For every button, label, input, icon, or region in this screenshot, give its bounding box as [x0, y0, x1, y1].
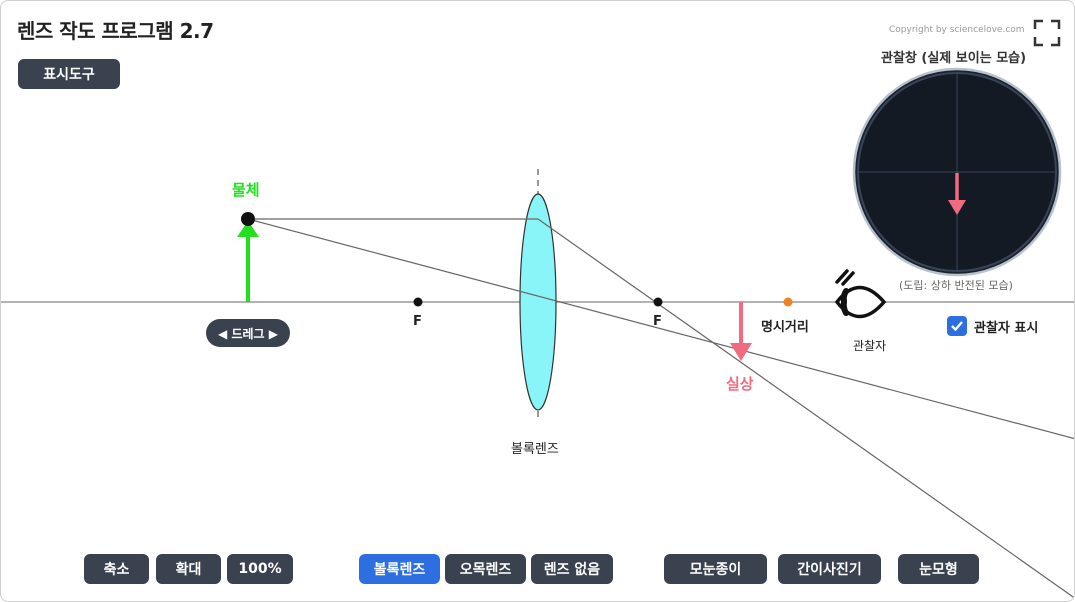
- object-drag-handle[interactable]: ◀ 드레그 ▶: [206, 319, 290, 347]
- observer-label: 관찰자: [853, 339, 887, 353]
- concave-lens-button[interactable]: 오목렌즈: [445, 554, 526, 584]
- graph-paper-button[interactable]: 모눈종이: [664, 554, 767, 584]
- focal-left-label: F: [413, 314, 422, 329]
- near-point-label: 명시거리: [761, 320, 809, 335]
- fullscreen-icon[interactable]: [1033, 19, 1061, 47]
- observer-toggle[interactable]: 관찰자 표시: [947, 316, 1038, 336]
- copyright-text: Copyright by sciencelove.com: [889, 25, 1025, 35]
- object-label: 물체: [232, 181, 260, 199]
- ray-refracted: [537, 218, 1074, 599]
- focal-point-left: [413, 297, 423, 307]
- image-arrow-head: [730, 343, 752, 361]
- app-title: 렌즈 작도 프로그램 2.7: [17, 19, 214, 43]
- eye-icon: [834, 269, 887, 319]
- zoom-out-button[interactable]: 축소: [84, 554, 149, 584]
- near-point-dot: [783, 297, 793, 307]
- focal-point-right: [653, 297, 663, 307]
- object-drag-point: [241, 212, 255, 226]
- object-arrow-head: [237, 221, 259, 237]
- checkbox-checked-icon[interactable]: [947, 316, 967, 336]
- zoom-in-button[interactable]: 확대: [156, 554, 221, 584]
- convex-lens: [519, 193, 557, 411]
- tools-button[interactable]: 표시도구: [18, 59, 120, 89]
- observer-window-title: 관찰창 (실제 보이는 모습): [881, 51, 1027, 66]
- image-label: 실상: [726, 375, 754, 393]
- ray-center: [247, 218, 1074, 440]
- observer-toggle-label: 관찰자 표시: [974, 320, 1039, 336]
- lens-label: 볼록렌즈: [511, 442, 559, 457]
- observer-window-caption: (도립: 상하 반전된 모습): [899, 279, 1013, 292]
- eye-model-button[interactable]: 눈모형: [898, 554, 979, 584]
- pinhole-camera-button[interactable]: 간이사진기: [778, 554, 881, 584]
- no-lens-button[interactable]: 렌즈 없음: [531, 554, 613, 584]
- zoom-reset-button[interactable]: 100%: [227, 554, 293, 584]
- focal-right-label: F: [653, 314, 662, 329]
- convex-lens-button[interactable]: 볼록렌즈: [359, 554, 440, 584]
